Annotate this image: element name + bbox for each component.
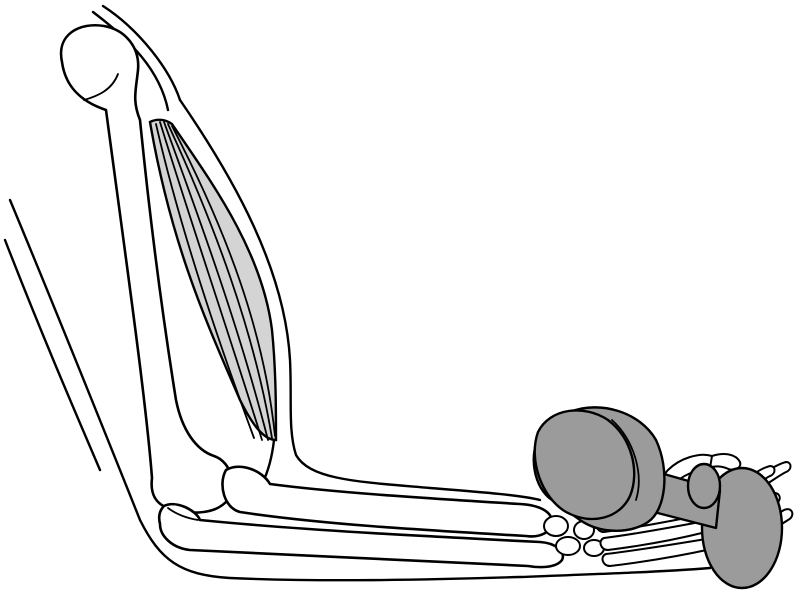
carpal-2 <box>556 537 580 555</box>
carpal-1 <box>544 516 568 536</box>
dumbbell-grip <box>688 464 720 508</box>
thumb-tip <box>710 454 740 470</box>
dumbbell <box>534 407 782 588</box>
back-skin-outline <box>5 240 100 470</box>
